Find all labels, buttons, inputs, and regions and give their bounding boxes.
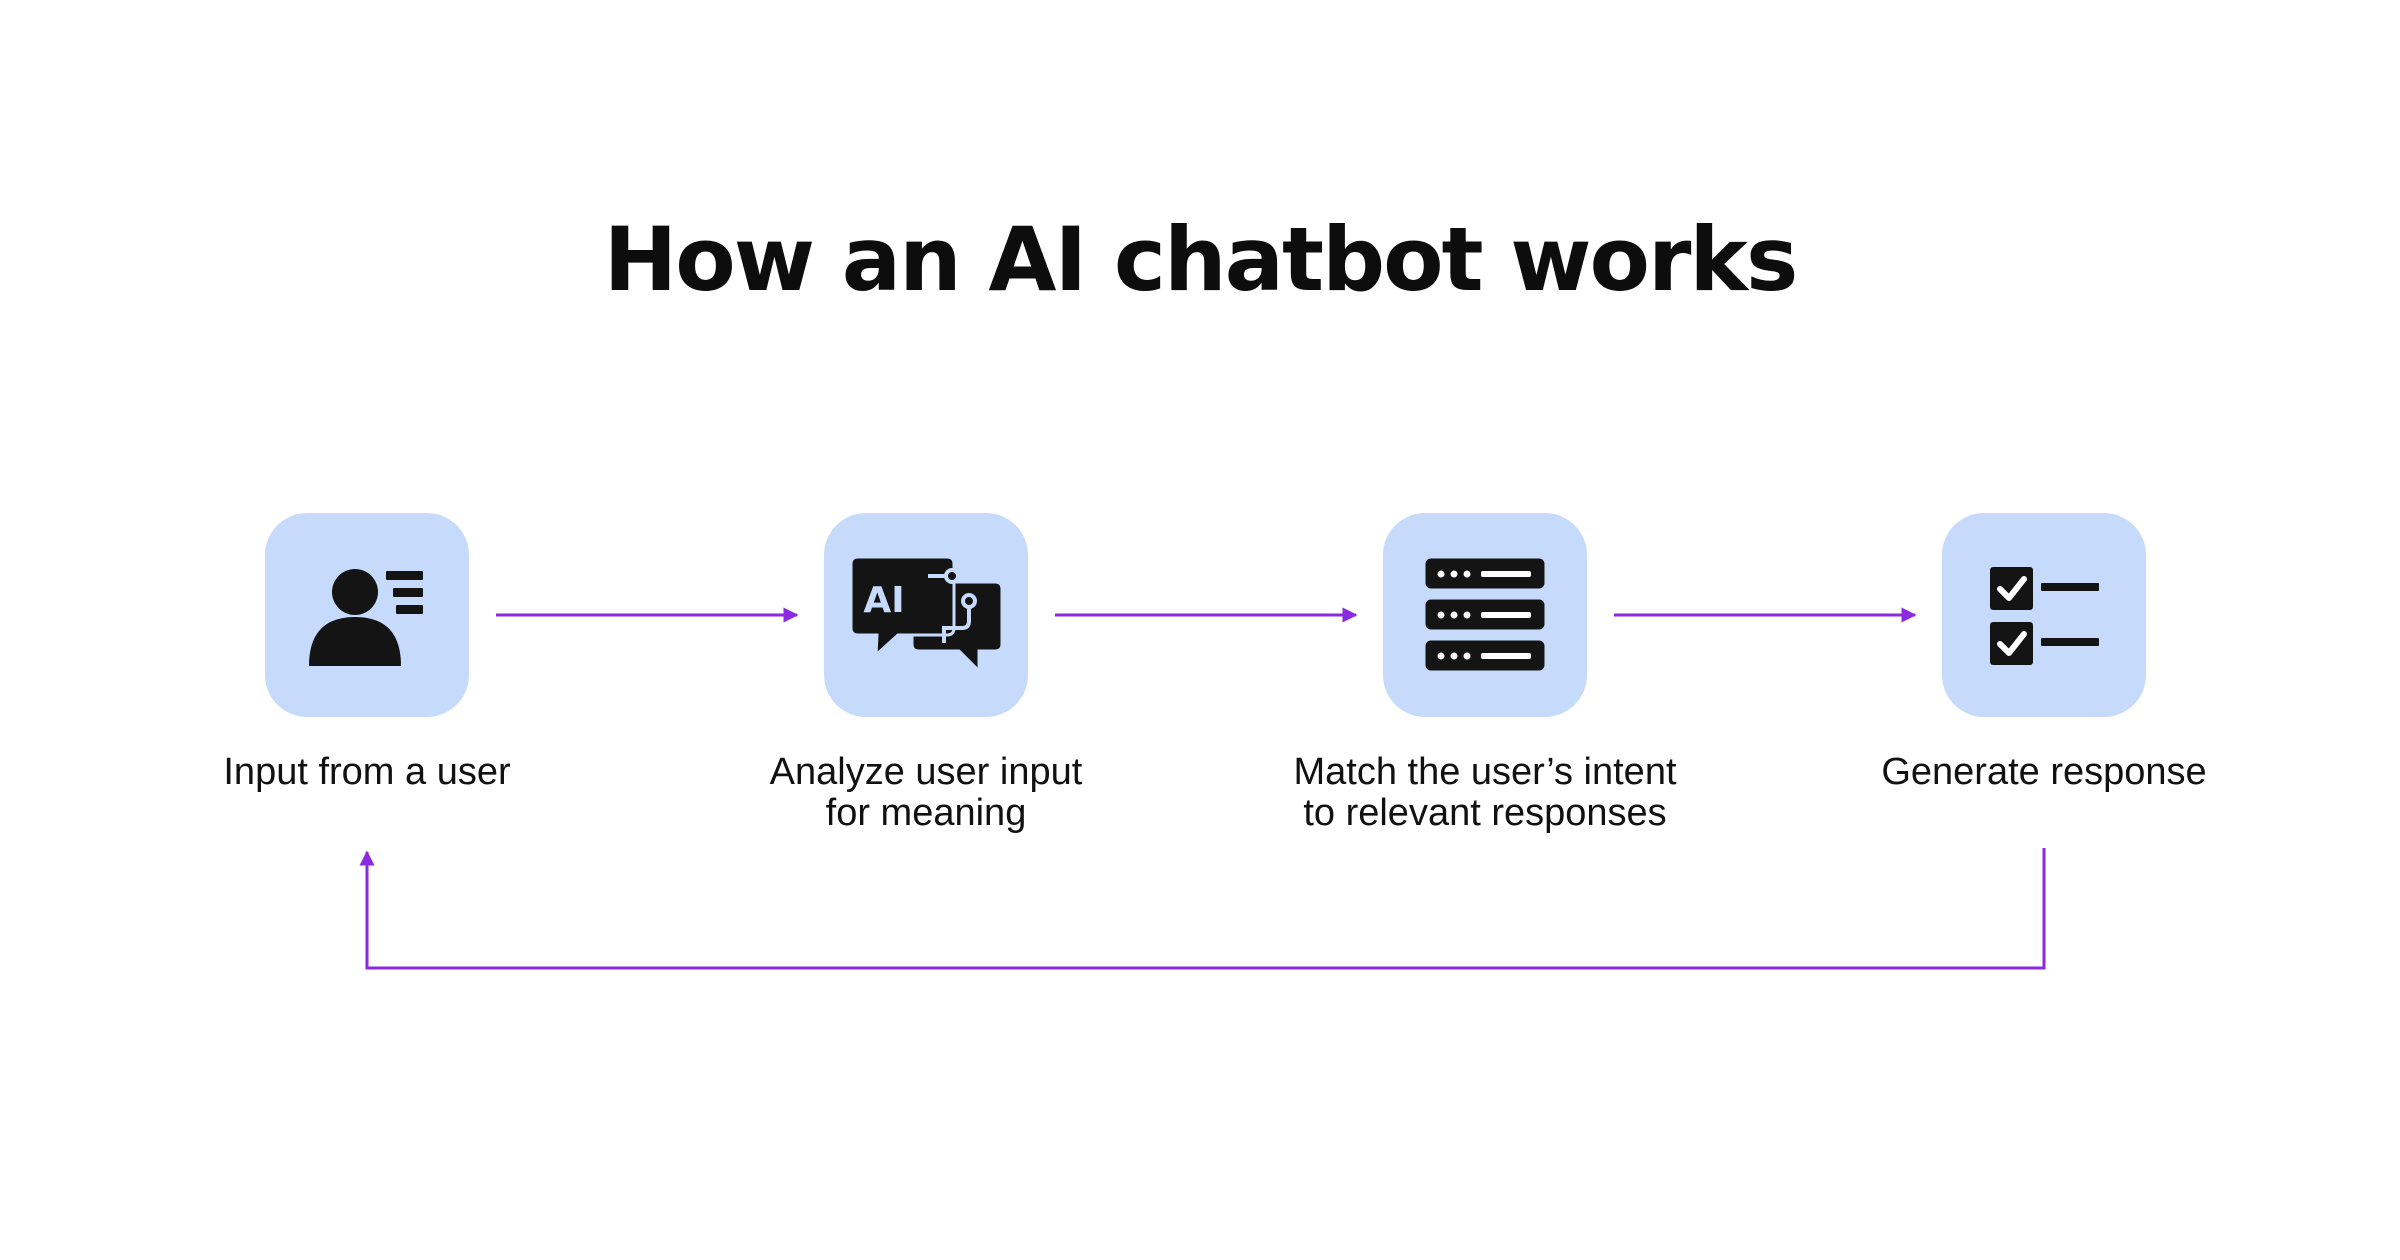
ai-icon-text: AI <box>863 580 904 621</box>
ai-chat-bubbles-icon: AI <box>849 555 1004 675</box>
user-profile-icon <box>309 569 423 666</box>
step-2-tile: AI <box>824 513 1028 717</box>
step-3-label: Match the user’s intent to relevant resp… <box>1293 751 1677 834</box>
step-4-tile <box>1942 513 2146 717</box>
diagram-title: How an AI chatbot works <box>603 208 1799 311</box>
step-1-tile <box>265 513 469 717</box>
feedback-loop-arrow <box>359 848 2046 970</box>
server-database-icon <box>1422 555 1548 674</box>
step-4-label: Generate response <box>1881 751 2207 793</box>
step-1-label: Input from a user <box>223 751 511 793</box>
step-2-label: Analyze user input for meaning <box>769 751 1083 834</box>
step-3-tile <box>1383 513 1587 717</box>
checklist-icon <box>1990 567 2099 665</box>
